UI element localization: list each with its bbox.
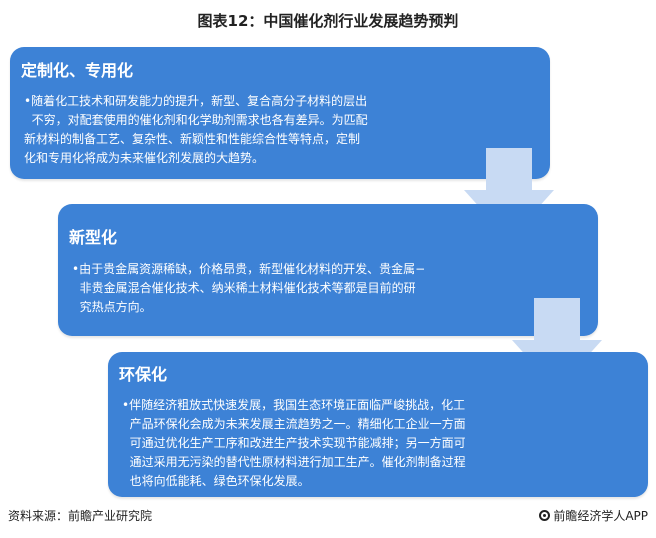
brand-logo-icon — [539, 510, 551, 521]
brand-mark: 前瞻经济学人APP — [539, 507, 648, 524]
card-text: •伴随经济粗放式快速发展，我国生态环境正面临严峻挑战，化工 产品环保化会成为未来… — [122, 396, 632, 491]
trend-card-novelty: 新型化 •由于贵金属资源稀缺，价格昂贵，新型催化材料的开发、贵金属− 非贵金属混… — [58, 204, 598, 336]
text-line: 也将向低能耗、绿色环保化发展。 — [122, 474, 310, 488]
text-line: 新材料的制备工艺、复杂性、新颖性和性能综合性等特点，定制 — [24, 132, 361, 146]
down-arrow-icon — [512, 298, 602, 390]
card-text: •由于贵金属资源稀缺，价格昂贵，新型催化材料的开发、贵金属− 非贵金属混合催化技… — [72, 260, 582, 317]
text-line: •伴随经济粗放式快速发展，我国生态环境正面临严峻挑战，化工 — [122, 398, 466, 412]
text-line: 化和专用化将成为未来催化剂发展的大趋势。 — [24, 151, 265, 165]
source-note: 资料来源：前瞻产业研究院 — [8, 509, 153, 523]
down-arrow-icon — [464, 148, 554, 240]
chart-title: 图表12：中国催化剂行业发展趋势预判 — [197, 12, 459, 30]
card-title: 新型化 — [69, 228, 118, 247]
trend-card-environmental: 环保化 •伴随经济粗放式快速发展，我国生态环境正面临严峻挑战，化工 产品环保化会… — [108, 352, 648, 497]
text-line: 不穷，对配套使用的催化剂和化学助剂需求也各有差异。为匹配 — [24, 113, 368, 127]
text-line: 究热点方向。 — [72, 300, 152, 314]
text-line: •由于贵金属资源稀缺，价格昂贵，新型催化材料的开发、贵金属− — [72, 262, 426, 276]
text-line: •随着化工技术和研发能力的提升，新型、复合高分子材料的层出 — [24, 94, 368, 108]
text-line: 通过采用无污染的替代性原材料进行加工生产。催化剂制备过程 — [122, 455, 466, 469]
text-line: 产品环保化会成为未来发展主流趋势之一。精细化工企业一方面 — [122, 417, 466, 431]
brand-name: 前瞻经济学人APP — [553, 509, 648, 523]
text-line: 非贵金属混合催化技术、纳米稀土材料催化技术等都是目前的研 — [72, 281, 416, 295]
card-title: 定制化、专用化 — [21, 61, 134, 80]
text-line: 可通过优化生产工序和改进生产技术实现节能减排；另一方面可 — [122, 436, 466, 450]
card-text: •随着化工技术和研发能力的提升，新型、复合高分子材料的层出 不穷，对配套使用的催… — [24, 92, 534, 168]
trend-card-customization: 定制化、专用化 •随着化工技术和研发能力的提升，新型、复合高分子材料的层出 不穷… — [10, 47, 550, 179]
card-title: 环保化 — [119, 365, 168, 384]
